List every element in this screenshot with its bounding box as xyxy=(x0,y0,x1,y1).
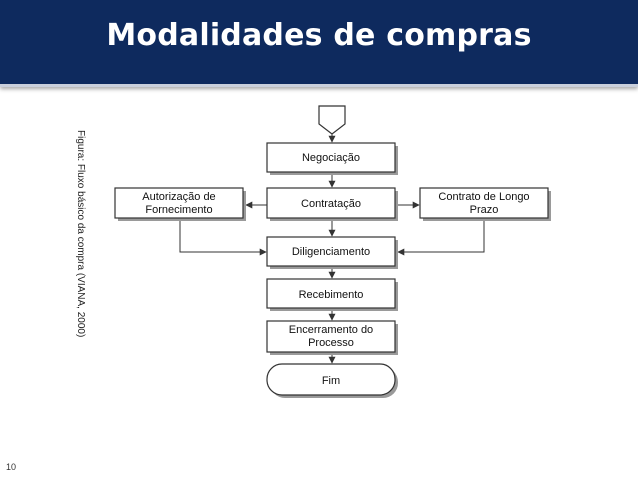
node-contratacao-label: Contratação xyxy=(301,198,361,210)
node-contrato-longo-prazo: Contrato de Longo Prazo xyxy=(419,187,551,221)
node-contrato-label-line1: Contrato de Longo xyxy=(438,191,529,203)
node-autorizacao: Autorização de Fornecimento xyxy=(114,187,246,221)
node-recebimento: Recebimento xyxy=(266,278,398,311)
node-fim: Fim xyxy=(266,363,398,398)
title-bar: Modalidades de compras xyxy=(0,0,638,87)
node-encerramento-label-line2: Processo xyxy=(308,337,354,349)
arrow-autorizacao-diligenciamento xyxy=(179,219,267,256)
arrow-contrato-diligenciamento xyxy=(397,219,485,256)
flow-connectors xyxy=(179,134,485,364)
node-autorizacao-label-line1: Autorização de xyxy=(142,191,215,203)
node-fim-label: Fim xyxy=(322,375,340,387)
node-contrato-label-line2: Prazo xyxy=(470,204,499,216)
page-number: 10 xyxy=(6,462,17,472)
node-negociacao: Negociação xyxy=(266,142,398,175)
page-title: Modalidades de compras xyxy=(106,18,532,53)
node-encerramento: Encerramento do Processo xyxy=(266,320,398,355)
start-connector xyxy=(318,105,346,135)
node-diligenciamento-label: Diligenciamento xyxy=(292,246,370,258)
node-autorizacao-label-line2: Fornecimento xyxy=(145,204,212,216)
node-contratacao: Contratação xyxy=(266,187,398,221)
node-negociacao-label: Negociação xyxy=(302,152,360,164)
node-diligenciamento: Diligenciamento xyxy=(266,236,398,269)
node-encerramento-label-line1: Encerramento do xyxy=(289,324,373,336)
node-recebimento-label: Recebimento xyxy=(299,289,364,301)
